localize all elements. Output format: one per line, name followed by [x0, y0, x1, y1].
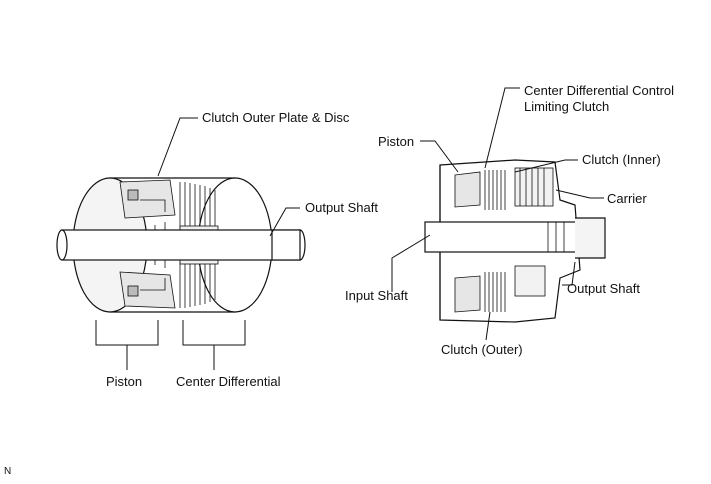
- right-output-shaft: [575, 217, 606, 259]
- left-leaders: [95, 117, 300, 370]
- label-center-differential: Center Differential: [176, 374, 281, 389]
- label-clutch-outer-plate-disc: Clutch Outer Plate & Disc: [202, 110, 350, 125]
- label-center-diff-control-line1: Center Differential Control: [524, 83, 674, 98]
- label-carrier: Carrier: [607, 191, 647, 206]
- label-output-shaft-left: Output Shaft: [305, 200, 378, 215]
- label-input-shaft: Input Shaft: [345, 288, 408, 303]
- label-center-diff-control-line2: Limiting Clutch: [524, 99, 609, 114]
- label-piston-left: Piston: [106, 374, 142, 389]
- label-clutch-inner: Clutch (Inner): [582, 152, 661, 167]
- right-leaders: [391, 87, 604, 341]
- label-piston-right: Piston: [378, 134, 414, 149]
- right-lower-clutch-pack: [454, 265, 546, 313]
- left-shaft: [56, 229, 306, 261]
- left-cutaway-illustration: [56, 177, 306, 313]
- label-corner-code: N: [4, 466, 11, 477]
- right-upper-clutch-pack: [454, 167, 554, 210]
- right-input-shaft: [424, 221, 586, 253]
- label-output-shaft-right: Output Shaft: [567, 281, 640, 296]
- right-cross-section: [424, 159, 606, 323]
- label-clutch-outer: Clutch (Outer): [441, 342, 523, 357]
